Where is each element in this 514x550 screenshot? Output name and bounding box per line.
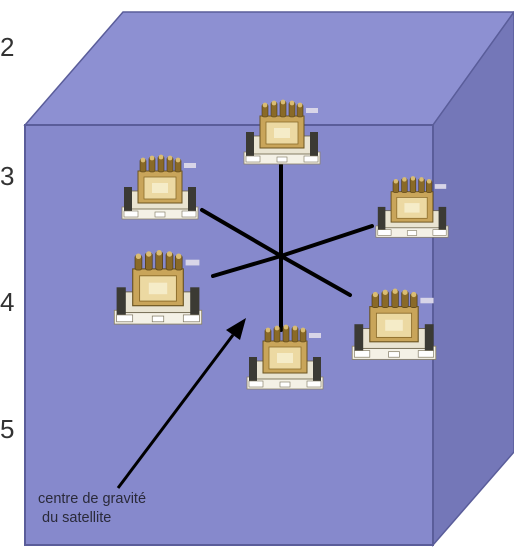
arrow-icon [116,318,246,489]
caption-line-2: du satellite [42,510,112,526]
center-of-gravity-caption: centre de gravité du satellite [38,490,146,528]
cube-top-face [23,11,514,126]
side-number: 5 [0,414,15,444]
caption-line-1: centre de gravité [38,491,147,507]
support-arms [200,163,374,332]
side-number: 4 [0,287,15,317]
side-number: 2 [0,32,15,62]
side-number: 3 [0,161,15,191]
